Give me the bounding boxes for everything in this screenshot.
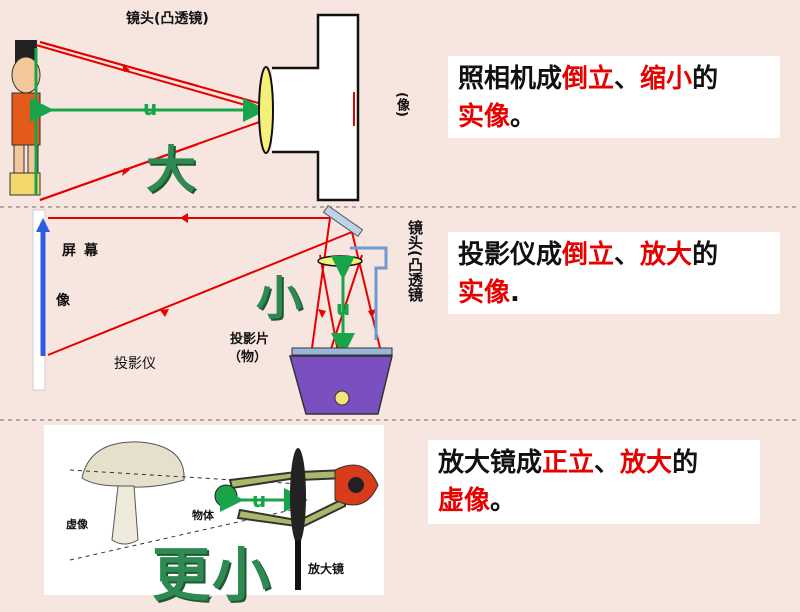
projector-ray-arrow-1 [180, 213, 188, 223]
projector-size-word: 小 [256, 271, 302, 325]
projector-lens-icon [317, 255, 363, 267]
ray-arrow-top [122, 64, 130, 72]
projector-note-hl2: 放大 [640, 240, 693, 270]
magnifier-lens-icon [290, 448, 306, 544]
camera-distance-label: u [143, 96, 158, 120]
projector-lens-label: 镜头(凸透镜 [406, 220, 424, 302]
camera-body [272, 13, 360, 202]
projector-note-sep: 、 [614, 240, 641, 270]
screen-image-arrowhead [36, 218, 50, 232]
camera-note-end: 。 [510, 102, 537, 132]
camera-note-hl2: 缩小 [640, 64, 693, 94]
projector-box [289, 355, 393, 415]
magnifier-note-sep: 、 [594, 448, 621, 478]
magnifier-object-label: 物体 [192, 509, 214, 522]
camera-note-suffix: 的 [692, 64, 719, 94]
screen-image-label: 像 [56, 293, 70, 309]
magnifier-note-hl2: 放大 [620, 448, 673, 478]
projector-object-label: （物） [228, 350, 268, 365]
projector-note: 投影仪成倒立、放大的 实像. [448, 232, 780, 314]
camera-note-prefix: 照相机成 [458, 64, 563, 94]
projector-ray-arrow-2 [160, 309, 169, 317]
virtual-image-label: 虚像 [66, 518, 88, 531]
magnifier-distance-label: u [252, 488, 267, 512]
screen-label: 屏幕 [62, 243, 106, 259]
projector-ray-arrow-3 [318, 309, 326, 318]
projector-slide [291, 347, 393, 356]
magnifier-note: 放大镜成正立、放大的 虚像。 [428, 440, 760, 524]
camera-lens-icon [258, 66, 274, 154]
projector-distance-label: u [336, 296, 351, 320]
camera-note: 照相机成倒立、缩小的 实像。 [448, 56, 780, 138]
ray-arrow-bottom [122, 168, 130, 176]
camera-size-word: 大 [146, 140, 196, 199]
eye-icon [334, 464, 379, 506]
object-ball-icon [214, 484, 238, 508]
magnifier-note-end: 。 [490, 486, 517, 516]
projector-device-label: 投影仪 [114, 356, 156, 372]
camera-note-hl3: 实像 [458, 102, 511, 132]
projector-note-prefix: 投影仪成 [458, 240, 563, 270]
projector-mirror [322, 204, 364, 238]
projector-note-end: . [510, 278, 520, 308]
bulb-icon [334, 390, 350, 406]
projector-ray-arrow-4 [368, 309, 376, 318]
projector-note-suffix: 的 [692, 240, 719, 270]
magnifier-lens-label: 放大镜 [308, 562, 345, 576]
projector-note-hl3: 实像 [458, 278, 511, 308]
projector-note-hl1: 倒立 [562, 240, 615, 270]
magnifier-size-word: 更小 [152, 541, 273, 609]
projector-arm [350, 246, 388, 340]
camera-lens-label: 镜头(凸透镜) [126, 11, 209, 27]
camera-image-label: (像) [394, 92, 409, 117]
magnifier-note-hl3: 虚像 [438, 486, 491, 516]
magnifier-note-suffix: 的 [672, 448, 699, 478]
magnifier-note-hl1: 正立 [542, 448, 595, 478]
camera-note-hl1: 倒立 [562, 64, 615, 94]
magnifier-note-prefix: 放大镜成 [438, 448, 543, 478]
projector-slide-label: 投影片 [230, 332, 270, 347]
camera-note-sep: 、 [614, 64, 641, 94]
